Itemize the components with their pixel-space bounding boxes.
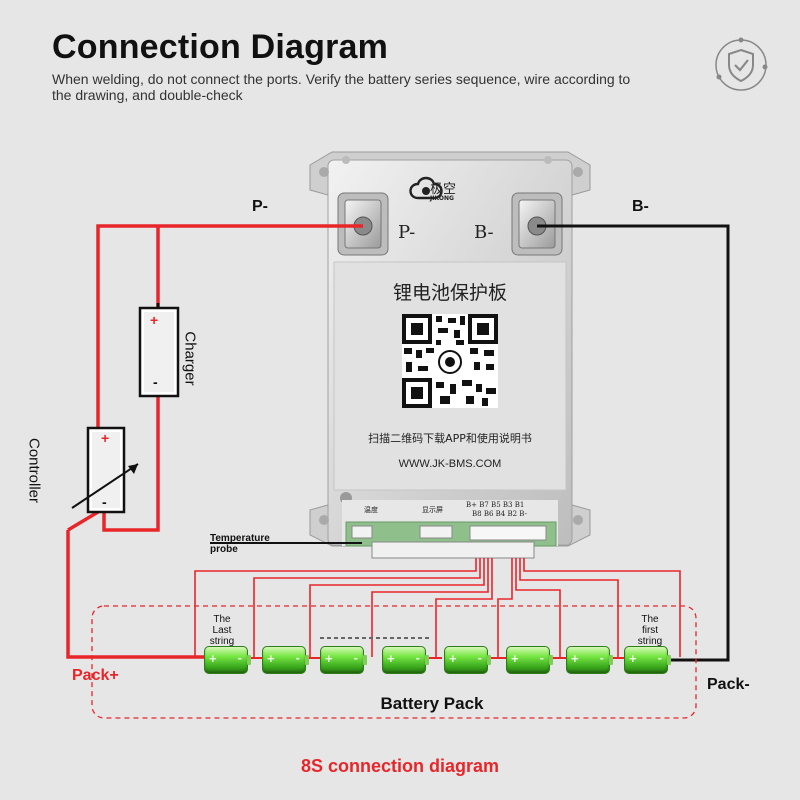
label-p-minus: P- (252, 198, 268, 215)
wire-red-positive (66, 224, 363, 659)
last-string-line1: The (213, 614, 231, 625)
board-terminal-p-label: P- (398, 222, 416, 243)
first-string-line3: string (637, 636, 663, 647)
battery-cell-plus: + (325, 651, 333, 666)
battery-cell: +- (204, 646, 251, 674)
last-string-line3: string (209, 636, 235, 647)
label-charger: Charger (181, 331, 199, 386)
page-subtitle: When welding, do not connect the ports. … (52, 71, 631, 103)
battery-cell-minus: - (599, 650, 604, 665)
cloud-logo-icon (409, 176, 443, 200)
label-pack-minus: Pack- (707, 676, 750, 693)
footer-caption: 8S connection diagram (300, 756, 500, 776)
shield-check-icon (715, 37, 768, 91)
last-string-line2: Last (212, 625, 232, 636)
board-brand-en: JIKONG (430, 195, 454, 202)
page-title: Connection Diagram (52, 28, 389, 66)
battery-cell-plus: + (449, 651, 457, 666)
temperature-probe-line2: probe (210, 544, 238, 555)
battery-cell-plus: + (209, 651, 217, 666)
battery-cell-terminal (305, 655, 309, 665)
battery-cell-terminal (609, 655, 613, 665)
first-string-line2: first (641, 625, 659, 636)
label-battery-pack: Battery Pack (380, 694, 484, 713)
battery-cell-plus: + (629, 651, 637, 666)
battery-cell: +- (444, 646, 491, 674)
battery-cell-terminal (363, 655, 367, 665)
pins-row-1: B+ B7 B5 B3 B1 (466, 501, 525, 509)
charger-minus-sign: - (153, 374, 158, 390)
controller-plus-sign: + (101, 430, 110, 446)
battery-cell: +- (624, 646, 671, 674)
label-controller: Controller (25, 437, 43, 504)
battery-cell-minus: - (415, 650, 420, 665)
battery-cell-terminal (549, 655, 553, 665)
board-title-cn: 锂电池保护板 (392, 282, 507, 304)
first-string-line1: The (641, 614, 659, 625)
charger-symbol (138, 303, 180, 398)
label-b-minus: B- (632, 198, 649, 215)
battery-cell: +- (320, 646, 367, 674)
battery-cell-terminal (487, 655, 491, 665)
battery-cell-minus: - (657, 650, 662, 665)
terminal-b-minus (511, 192, 563, 256)
charger-plus-sign: + (150, 312, 159, 328)
battery-cell-terminal (425, 655, 429, 665)
qr-code (402, 314, 498, 408)
battery-cell-minus: - (237, 650, 242, 665)
board-brand-cn: 极空 (430, 182, 457, 197)
temperature-probe-line1: Temperature (210, 533, 270, 544)
battery-cell: +- (506, 646, 553, 674)
battery-cell-minus: - (477, 650, 482, 665)
battery-pack-outline (91, 605, 697, 719)
battery-cell-terminal (667, 655, 671, 665)
port-display-label: 显示屏 (422, 506, 443, 514)
terminal-p-minus (337, 192, 389, 256)
label-last-string: The Last string (204, 614, 240, 647)
label-pack-plus: Pack+ (72, 667, 119, 684)
balance-wires (194, 558, 681, 657)
board-instructions-cn: 扫描二维码下载APP和使用说明书 (368, 432, 532, 445)
battery-cell-plus: + (387, 651, 395, 666)
battery-cell: +- (262, 646, 309, 674)
battery-cell: +- (566, 646, 613, 674)
label-first-string: The first string (632, 614, 668, 647)
battery-cell-plus: + (267, 651, 275, 666)
controller-minus-sign: - (102, 494, 107, 510)
board-terminal-b-label: B- (474, 222, 494, 243)
battery-cell-minus: - (539, 650, 544, 665)
port-temp-label: 温度 (364, 506, 378, 514)
battery-cell-terminal (247, 655, 251, 665)
battery-cell-plus: + (511, 651, 519, 666)
pins-row-2: B8 B6 B4 B2 B- (472, 510, 527, 518)
battery-cell: +- (382, 646, 429, 674)
label-temperature-probe: Temperature probe (210, 533, 270, 555)
controller-symbol (71, 426, 139, 514)
battery-cell-minus: - (295, 650, 300, 665)
battery-cell-plus: + (571, 651, 579, 666)
wire-black-negative (210, 224, 730, 662)
board-url: WWW.JK-BMS.COM (398, 458, 502, 470)
battery-cell-minus: - (353, 650, 358, 665)
